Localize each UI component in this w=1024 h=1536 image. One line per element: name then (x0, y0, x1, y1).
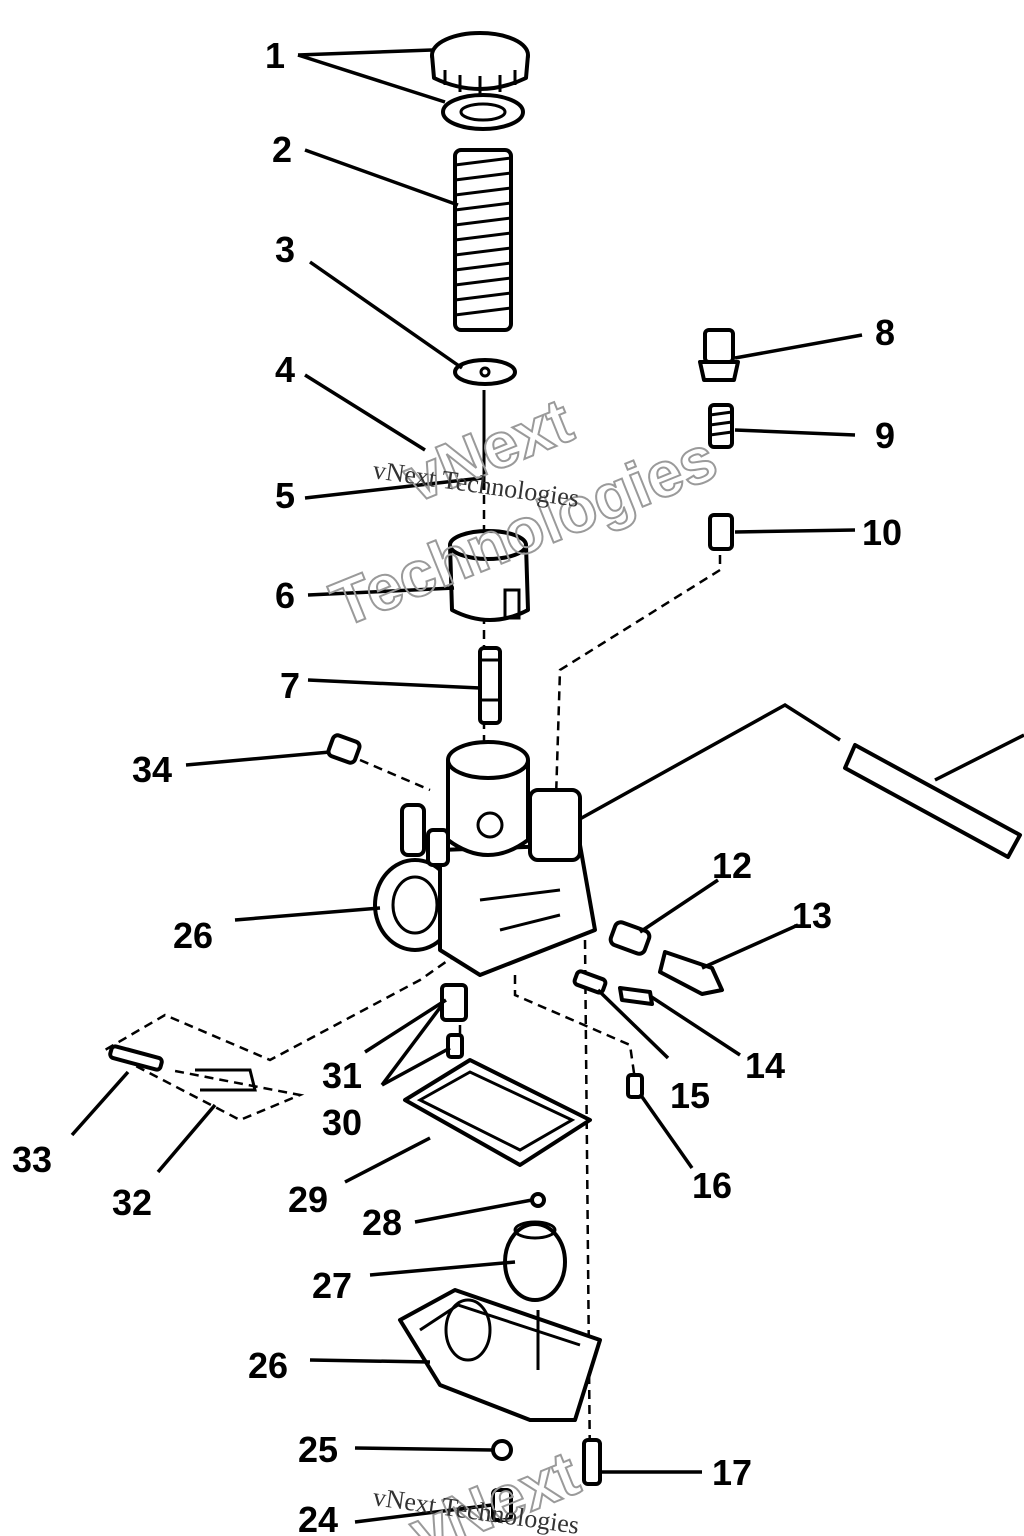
callout-10: 10 (862, 512, 902, 553)
callout-8: 8 (875, 312, 895, 353)
callout-13: 13 (792, 895, 832, 936)
part-float-pin (530, 1192, 546, 1208)
callout-16: 16 (692, 1165, 732, 1206)
part-carburetor-body (373, 740, 597, 977)
callout-6: 6 (275, 575, 295, 616)
callout-14: 14 (745, 1045, 785, 1086)
callout-15: 15 (670, 1075, 710, 1116)
callout-5: 5 (275, 475, 295, 516)
part-seal-ring (441, 93, 525, 131)
part-clip-32-33 (108, 1044, 257, 1092)
callout-2: 2 (272, 129, 292, 170)
callout-27: 27 (312, 1265, 352, 1306)
part-spring-15 (572, 969, 608, 995)
part-needle-jet (478, 646, 502, 725)
callout-33: 33 (12, 1139, 52, 1180)
part-needle-retainer (453, 358, 517, 386)
leader-lines (70, 48, 863, 1524)
callout-26-bowl: 26 (248, 1345, 288, 1386)
part-plunger-10 (708, 513, 734, 551)
part-jet-14 (618, 986, 654, 1006)
part-plug-34 (326, 733, 362, 765)
callout-1: 1 (265, 35, 285, 76)
callout-31: 31 (322, 1055, 362, 1096)
callout-32: 32 (112, 1182, 152, 1223)
part-spring (453, 148, 513, 332)
callout-34: 34 (132, 749, 172, 790)
part-drain-25 (491, 1439, 513, 1461)
callout-17: 17 (712, 1452, 752, 1493)
part-cap (430, 31, 530, 95)
callout-25: 25 (298, 1429, 338, 1470)
callout-4: 4 (275, 349, 295, 390)
part-screw-17 (582, 1438, 602, 1486)
callout-12: 12 (712, 845, 752, 886)
watermark-bottom: vNext vNext Technologies (371, 1436, 589, 1536)
part-fitting-8 (698, 328, 740, 382)
callout-29: 29 (288, 1179, 328, 1220)
callout-labels: 1 2 3 4 5 6 7 8 9 10 12 13 14 15 16 17 2… (12, 35, 902, 1536)
part-jets-30-31 (440, 983, 468, 1059)
part-screw-13 (658, 950, 724, 996)
part-spring-9 (708, 403, 734, 449)
callout-24: 24 (298, 1499, 338, 1536)
callout-7: 7 (280, 665, 300, 706)
callout-26-body: 26 (173, 915, 213, 956)
part-drain-24 (491, 1488, 513, 1522)
callout-3: 3 (275, 229, 295, 270)
part-screw-12 (608, 920, 652, 956)
part-jet-16 (626, 1073, 644, 1099)
callout-9: 9 (875, 415, 895, 456)
callout-28: 28 (362, 1202, 402, 1243)
part-float-bowl (398, 1288, 602, 1422)
callout-30: 30 (322, 1102, 362, 1143)
part-tube (559, 702, 1024, 859)
part-throttle-slide (448, 529, 530, 622)
part-gasket (403, 1058, 592, 1167)
